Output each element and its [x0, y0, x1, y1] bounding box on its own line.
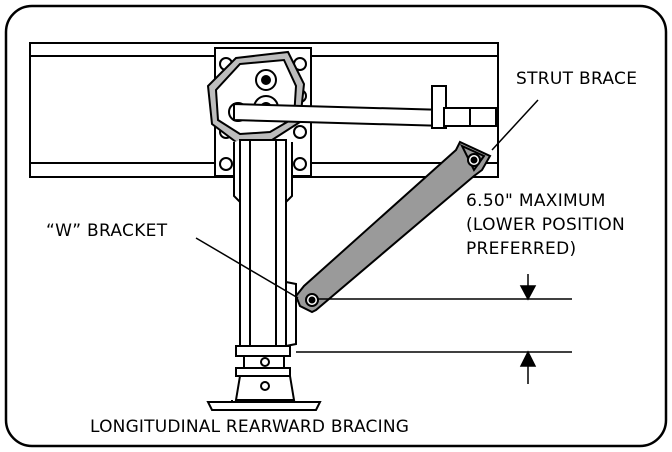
- maximum-label-line2: (LOWER POSITION: [466, 215, 625, 235]
- strut-brace-label: STRUT BRACE: [516, 69, 637, 89]
- dimension-lines: [296, 274, 572, 384]
- strut-brace: [294, 140, 492, 314]
- maximum-label-line1: 6.50" MAXIMUM: [466, 191, 606, 211]
- maximum-label-line3: PREFERRED): [466, 239, 576, 259]
- jack-lower-section: [206, 345, 322, 411]
- w-bracket: [285, 280, 297, 348]
- crank-handle: [233, 85, 497, 129]
- diagram-caption: LONGITUDINAL REARWARD BRACING: [90, 417, 409, 437]
- jack-upper-tube: [233, 139, 293, 347]
- w-bracket-label: “W” BRACKET: [46, 221, 168, 241]
- leader-lines: [195, 99, 539, 299]
